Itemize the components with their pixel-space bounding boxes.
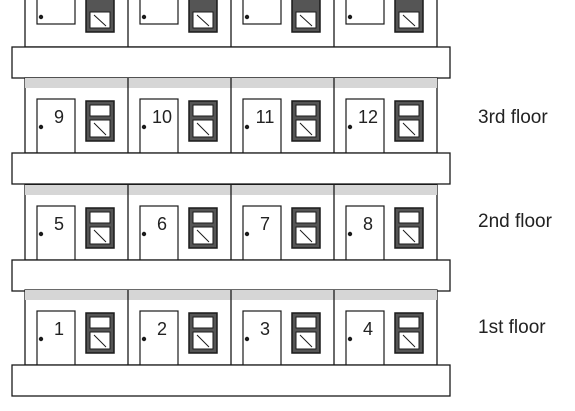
- room-number: 9: [54, 107, 64, 127]
- window-pane-top: [192, 211, 214, 224]
- door-knob: [347, 336, 353, 342]
- room-number: 4: [363, 319, 373, 339]
- apartment-unit-9: 9: [36, 98, 115, 154]
- window-pane-top: [192, 104, 214, 117]
- floor-3: 1 2 3 4: [24, 289, 438, 366]
- door: [139, 98, 179, 154]
- door: [345, 205, 385, 261]
- door-knob: [141, 124, 147, 130]
- door: [242, 310, 282, 366]
- room-number: 1: [54, 319, 64, 339]
- door: [242, 98, 282, 154]
- window-pane-top: [295, 211, 317, 224]
- door-knob: [38, 336, 44, 342]
- door-knob: [347, 124, 353, 130]
- door: [36, 98, 76, 154]
- room-number: 5: [54, 214, 64, 234]
- window-pane-top: [295, 316, 317, 329]
- window-pane-top: [295, 104, 317, 117]
- window-pane-top: [398, 211, 420, 224]
- floor-label-3rd: 3rd floor: [478, 107, 548, 128]
- window-glare: [402, 122, 416, 136]
- window-glare: [196, 14, 210, 27]
- window-glare: [299, 122, 313, 136]
- balcony-slab: [11, 259, 451, 292]
- window-glare: [93, 122, 107, 136]
- window-glare: [196, 229, 210, 243]
- door: [345, 98, 385, 154]
- room-number: 6: [157, 214, 167, 234]
- window-glare: [402, 229, 416, 243]
- door-knob: [38, 231, 44, 237]
- window-pane-top: [398, 316, 420, 329]
- window-glare: [93, 334, 107, 348]
- window-pane-top: [89, 104, 111, 117]
- window-glare: [299, 229, 313, 243]
- apartment-unit-2: 2: [139, 310, 218, 366]
- balcony-slab: [11, 364, 451, 397]
- floor-label-2nd: 2nd floor: [478, 211, 552, 232]
- window-glare: [402, 14, 416, 27]
- door: [36, 205, 76, 261]
- door: [242, 0, 282, 25]
- window-glare: [299, 14, 313, 27]
- door: [139, 205, 179, 261]
- door-knob: [141, 336, 147, 342]
- window-glare: [196, 122, 210, 136]
- door: [139, 0, 179, 25]
- apartment-unit-11: 11: [242, 98, 321, 154]
- apartment-unit-10: 10: [139, 98, 218, 154]
- door-knob: [347, 231, 353, 237]
- apartment-unit-1: 1: [36, 310, 115, 366]
- apartment-unit-6: 6: [139, 205, 218, 261]
- window-pane-top: [89, 211, 111, 224]
- door-knob: [244, 336, 250, 342]
- apartment-unit-12: 12: [345, 98, 424, 154]
- door: [139, 310, 179, 366]
- door: [36, 0, 76, 25]
- room-number: 8: [363, 214, 373, 234]
- floor-label-1st: 1st floor: [478, 317, 546, 338]
- window-pane-top: [192, 316, 214, 329]
- door-knob: [141, 231, 147, 237]
- room-number: 7: [260, 214, 270, 234]
- balcony-slab: [11, 46, 451, 79]
- window-glare: [196, 334, 210, 348]
- room-number: 2: [157, 319, 167, 339]
- door: [36, 310, 76, 366]
- door-knob: [38, 14, 44, 20]
- room-number: 10: [152, 107, 172, 127]
- room-number: 12: [358, 107, 378, 127]
- apartment-unit-3: 3: [242, 310, 321, 366]
- window-glare: [299, 334, 313, 348]
- room-number: 11: [256, 107, 275, 127]
- window-glare: [93, 229, 107, 243]
- apartment-unit-7: 7: [242, 205, 321, 261]
- door: [242, 205, 282, 261]
- door-knob: [38, 124, 44, 130]
- door-knob: [244, 14, 250, 20]
- window-pane-top: [89, 316, 111, 329]
- door-knob: [244, 231, 250, 237]
- door-knob: [141, 14, 147, 20]
- apartment-unit-4: 4: [345, 310, 424, 366]
- door-knob: [347, 14, 353, 20]
- window-pane-top: [398, 104, 420, 117]
- room-number: 3: [260, 319, 270, 339]
- door: [345, 0, 385, 25]
- floor-1: 9 10 11 12: [24, 77, 438, 154]
- balcony-slab: [11, 152, 451, 185]
- floor-partial-top: [24, 0, 438, 48]
- apartment-unit-5: 5: [36, 205, 115, 261]
- floor-2: 5 6 7 8: [24, 184, 438, 261]
- apartment-unit-8: 8: [345, 205, 424, 261]
- window-glare: [93, 14, 107, 27]
- window-glare: [402, 334, 416, 348]
- door-knob: [244, 124, 250, 130]
